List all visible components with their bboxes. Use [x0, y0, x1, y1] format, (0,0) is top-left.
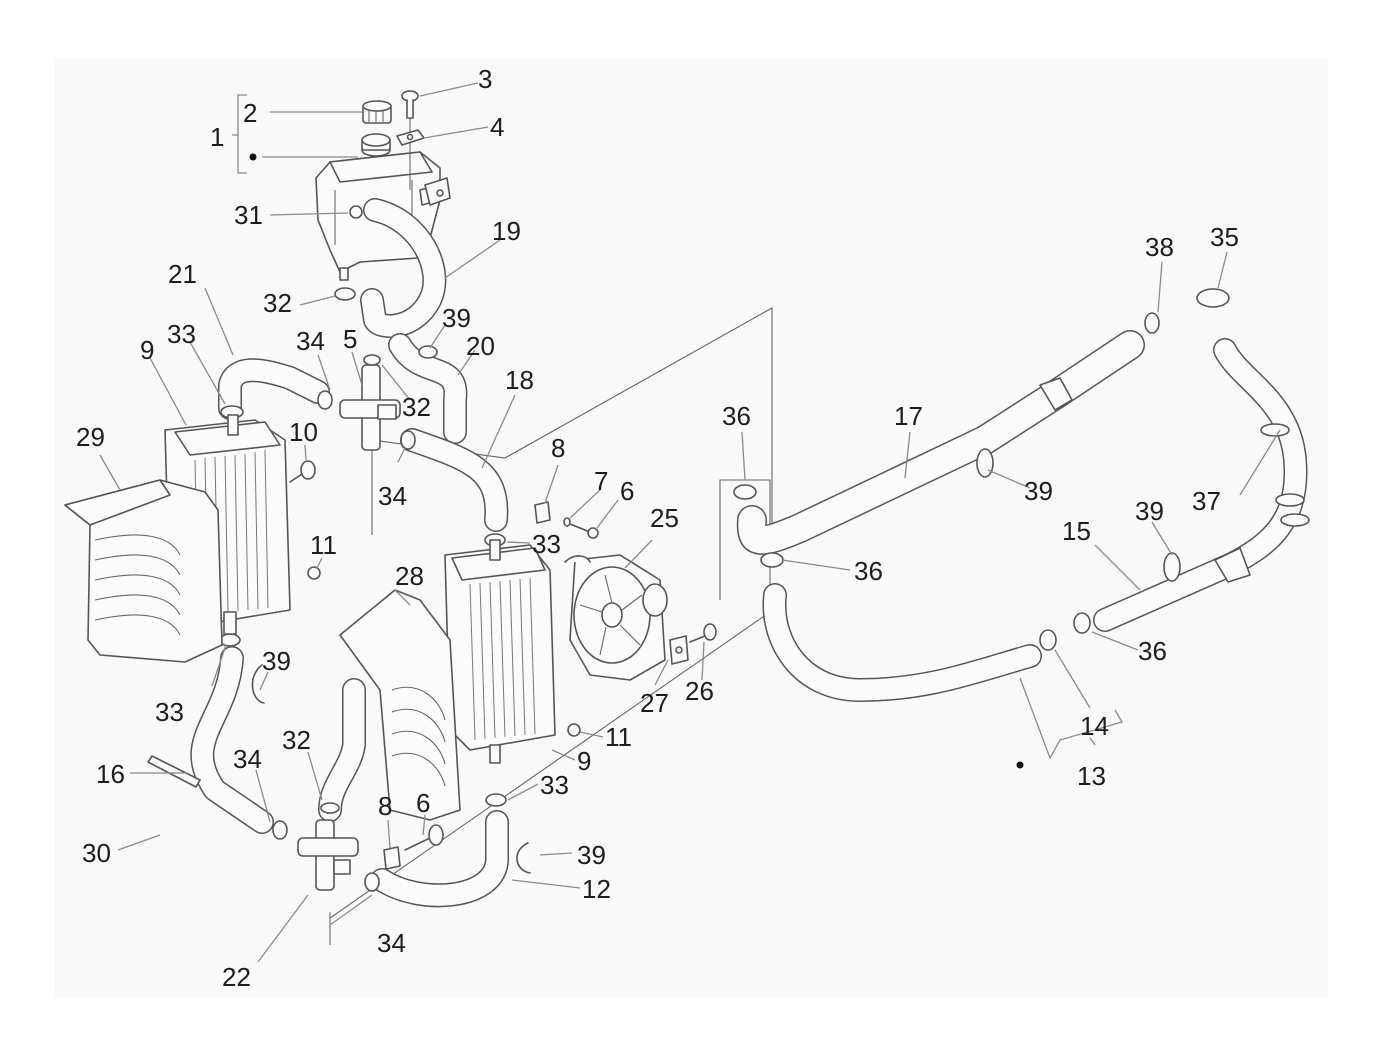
- callout-2: 2: [243, 98, 257, 128]
- callout-16: 16: [96, 759, 125, 789]
- filler-cap[interactable]: [362, 100, 392, 124]
- callout-29: 29: [76, 422, 105, 452]
- callout-21: 21: [168, 259, 197, 289]
- callout-7: 7: [594, 466, 608, 496]
- callout-39: 39: [262, 646, 291, 676]
- callout-1: 1: [210, 122, 224, 152]
- louvre-slats: [94, 534, 181, 636]
- callout-4: 4: [490, 112, 504, 142]
- callout-36: 36: [722, 401, 751, 431]
- callout-19: 19: [492, 216, 521, 246]
- callout-32: 32: [282, 725, 311, 755]
- louvre-slats-28: [391, 686, 446, 787]
- hose-17[interactable]: [736, 330, 1145, 555]
- nut-8-lower[interactable]: [383, 846, 401, 870]
- callout-34: 34: [233, 744, 262, 774]
- callout-12: 12: [582, 874, 611, 904]
- screw-10[interactable]: [289, 460, 316, 483]
- screw-26[interactable]: [689, 623, 717, 643]
- callout-9: 9: [577, 746, 591, 776]
- callout-33: 33: [155, 697, 184, 727]
- cooling-fan-25[interactable]: [564, 554, 668, 681]
- strip-30[interactable]: [147, 755, 201, 788]
- radiator-right-fins: [469, 577, 536, 741]
- callout-33: 33: [167, 319, 196, 349]
- callout-14: 14: [1080, 711, 1109, 741]
- callout-32: 32: [402, 392, 431, 422]
- callout-11: 11: [605, 722, 632, 752]
- nut-8-upper[interactable]: [534, 501, 551, 524]
- screw-6-upper[interactable]: [569, 523, 599, 539]
- callout-20: 20: [466, 331, 495, 361]
- callout-labels: 1 2 3 4 31 19 21 32 33 9 34 5 39 20 32 1…: [76, 64, 1239, 992]
- assembly-dot-1: [249, 153, 257, 161]
- callout-28: 28: [395, 561, 424, 591]
- callout-36: 36: [1138, 636, 1167, 666]
- hose-12[interactable]: [370, 810, 509, 908]
- hose-13[interactable]: [762, 583, 1042, 702]
- leader-lines: [99, 82, 1281, 963]
- hose-15[interactable]: [1093, 338, 1308, 632]
- screw-3[interactable]: [401, 90, 419, 119]
- drain-screw-31[interactable]: [349, 205, 363, 219]
- callout-15: 15: [1062, 516, 1091, 546]
- bracket-27[interactable]: [669, 635, 689, 665]
- clips-39: [251, 423, 1310, 874]
- hose-28-pipe[interactable]: [318, 678, 366, 822]
- hose-16[interactable]: [190, 646, 274, 834]
- tee-fitting-5[interactable]: [339, 364, 401, 451]
- callout-3: 3: [478, 64, 492, 94]
- callout-26: 26: [685, 676, 714, 706]
- callout-34: 34: [377, 928, 406, 958]
- nut-11-left[interactable]: [307, 566, 321, 580]
- callout-9: 9: [140, 335, 154, 365]
- callout-8: 8: [551, 433, 565, 463]
- callout-34: 34: [378, 481, 407, 511]
- nut-11-right[interactable]: [567, 723, 581, 737]
- assembly-dot-13: [1016, 761, 1024, 769]
- callout-36: 36: [854, 556, 883, 586]
- callout-33: 33: [532, 529, 561, 559]
- hose-18[interactable]: [400, 428, 509, 532]
- callout-11: 11: [310, 530, 337, 560]
- callout-22: 22: [222, 962, 251, 992]
- callout-39: 39: [1135, 496, 1164, 526]
- radiator-right[interactable]: [444, 539, 556, 764]
- tee-fitting-22[interactable]: [297, 819, 359, 891]
- callout-38: 38: [1145, 232, 1174, 262]
- callout-33: 33: [540, 770, 569, 800]
- hose-21[interactable]: [218, 358, 330, 420]
- callout-39: 39: [577, 840, 606, 870]
- hose-19[interactable]: [360, 198, 447, 338]
- callout-30: 30: [82, 838, 111, 868]
- callout-5: 5: [343, 324, 357, 354]
- callout-6: 6: [416, 788, 430, 818]
- callout-31: 31: [234, 200, 263, 230]
- callout-27: 27: [640, 688, 669, 718]
- louvre-cover-29[interactable]: [64, 479, 223, 663]
- callout-17: 17: [894, 401, 923, 431]
- callout-39: 39: [1024, 476, 1053, 506]
- callout-13: 13: [1077, 761, 1106, 791]
- callout-25: 25: [650, 503, 679, 533]
- callout-35: 35: [1210, 222, 1239, 252]
- louvre-cover-28[interactable]: [339, 589, 461, 821]
- hose-20[interactable]: [388, 333, 468, 444]
- callout-32: 32: [263, 288, 292, 318]
- callout-37: 37: [1192, 486, 1221, 516]
- callout-39: 39: [442, 303, 471, 333]
- callout-18: 18: [505, 365, 534, 395]
- callout-8: 8: [378, 791, 392, 821]
- hose-clamps: [219, 287, 1230, 892]
- nut-4[interactable]: [396, 129, 425, 146]
- fan-blades: [579, 574, 643, 656]
- callout-10: 10: [289, 417, 318, 447]
- screw-6-lower[interactable]: [404, 824, 444, 851]
- washer-7[interactable]: [563, 517, 571, 527]
- callout-34: 34: [296, 326, 325, 356]
- callout-6: 6: [620, 476, 634, 506]
- tank-neck: [361, 133, 391, 157]
